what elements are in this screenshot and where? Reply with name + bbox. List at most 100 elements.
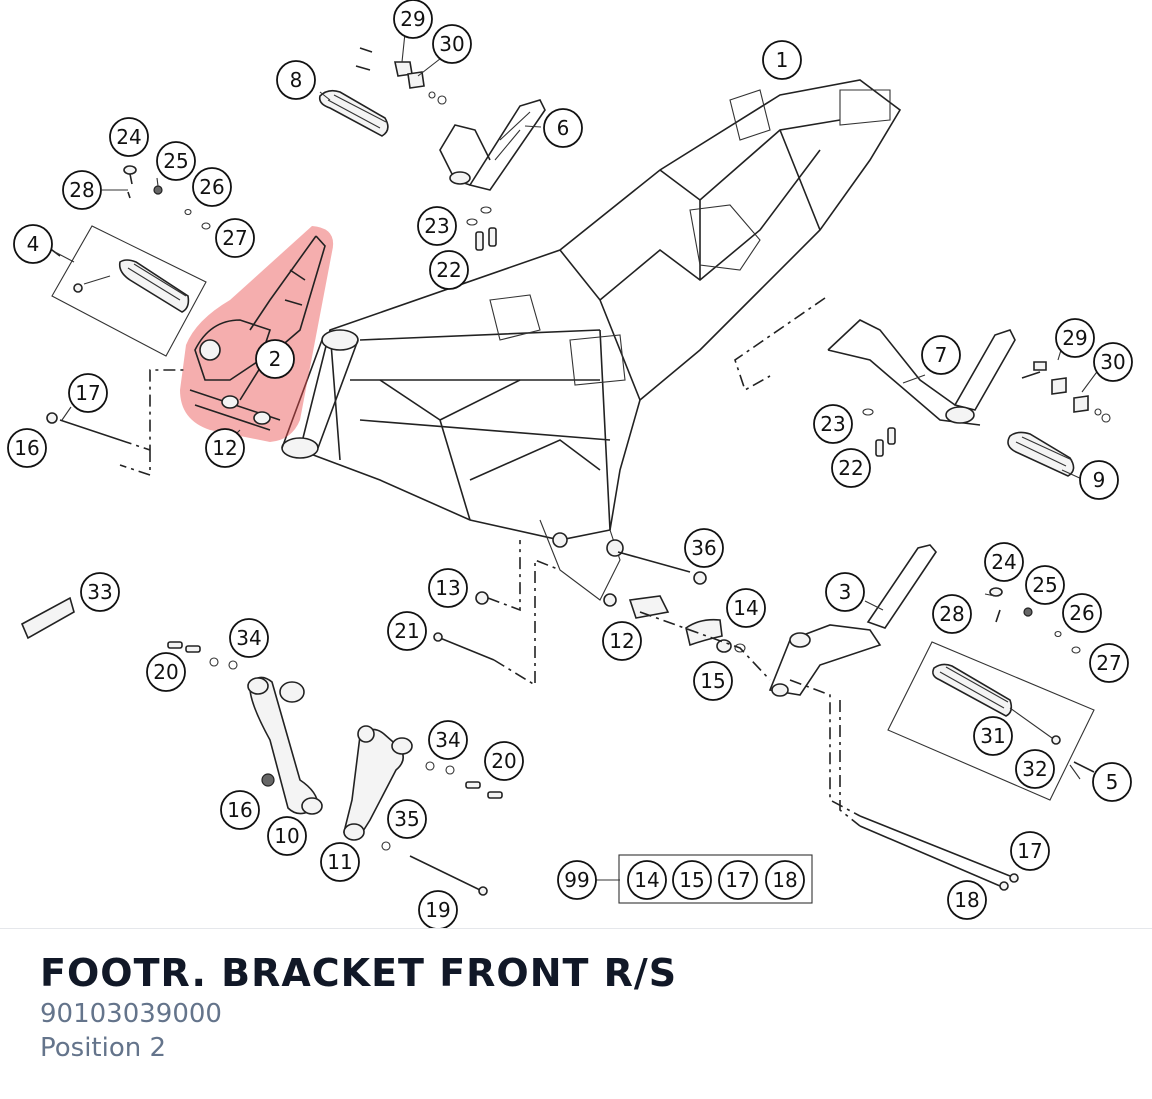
callout-23-right[interactable]: 23 (813, 404, 853, 444)
svg-text:5: 5 (1106, 770, 1119, 794)
callout-22-right[interactable]: 22 (831, 448, 871, 488)
callout-26-right[interactable]: 26 (1062, 593, 1102, 633)
callout-25-left[interactable]: 25 (156, 141, 196, 181)
svg-text:14: 14 (733, 596, 758, 620)
svg-text:8: 8 (290, 68, 303, 92)
callout-34-left[interactable]: 34 (229, 618, 269, 658)
svg-text:9: 9 (1093, 468, 1106, 492)
callout-17-left[interactable]: 17 (68, 373, 108, 413)
callout-24-right[interactable]: 24 (984, 542, 1024, 582)
callout-1[interactable]: 1 (762, 40, 802, 80)
part-title: FOOTR. BRACKET FRONT R/S (40, 951, 678, 995)
svg-text:34: 34 (236, 626, 261, 650)
svg-text:17: 17 (75, 381, 100, 405)
svg-text:19: 19 (425, 898, 450, 922)
callout-24-left[interactable]: 24 (109, 117, 149, 157)
callout-11[interactable]: 11 (320, 842, 360, 882)
footrest-bracket-front-right[interactable] (180, 226, 334, 442)
callout-30-top[interactable]: 30 (432, 24, 472, 64)
callout-99[interactable]: 99 (557, 860, 597, 900)
svg-text:17: 17 (1017, 839, 1042, 863)
callout-18-kit[interactable]: 18 (765, 860, 805, 900)
callout-17-right[interactable]: 17 (1010, 831, 1050, 871)
callout-19[interactable]: 19 (418, 890, 458, 928)
callout-12-lower[interactable]: 12 (602, 621, 642, 661)
callout-34-right[interactable]: 34 (428, 720, 468, 760)
svg-text:12: 12 (609, 629, 634, 653)
callout-25-right[interactable]: 25 (1025, 565, 1065, 605)
callout-28-right[interactable]: 28 (932, 594, 972, 634)
svg-text:7: 7 (935, 343, 948, 367)
callout-29-top[interactable]: 29 (393, 0, 433, 39)
svg-text:29: 29 (400, 7, 425, 31)
callout-35[interactable]: 35 (387, 799, 427, 839)
callout-36[interactable]: 36 (684, 528, 724, 568)
svg-text:16: 16 (14, 436, 39, 460)
svg-text:14: 14 (634, 868, 659, 892)
main-frame (281, 79, 902, 607)
callout-33[interactable]: 33 (80, 572, 120, 612)
svg-text:1: 1 (776, 48, 789, 72)
callout-13[interactable]: 13 (428, 568, 468, 608)
svg-text:31: 31 (980, 724, 1005, 748)
svg-text:22: 22 (838, 456, 863, 480)
callout-12-upper[interactable]: 12 (205, 428, 245, 468)
callout-10[interactable]: 10 (267, 816, 307, 856)
callout-14[interactable]: 14 (726, 588, 766, 628)
callout-32[interactable]: 32 (1015, 749, 1055, 789)
callout-15-kit[interactable]: 15 (672, 860, 712, 900)
footrest-bracket-front-left (768, 544, 938, 697)
callout-16-left[interactable]: 16 (7, 428, 47, 468)
svg-text:20: 20 (153, 660, 178, 684)
svg-text:21: 21 (394, 619, 419, 643)
callout-4[interactable]: 4 (13, 224, 53, 264)
callout-6[interactable]: 6 (543, 108, 583, 148)
svg-text:23: 23 (820, 412, 845, 436)
svg-text:25: 25 (1032, 573, 1057, 597)
svg-text:17: 17 (725, 868, 750, 892)
svg-text:99: 99 (564, 868, 589, 892)
svg-text:24: 24 (116, 125, 141, 149)
callout-27-left[interactable]: 27 (215, 218, 255, 258)
callout-15[interactable]: 15 (693, 661, 733, 701)
hardware-cluster-lower-right (989, 587, 1081, 654)
svg-text:25: 25 (163, 149, 188, 173)
svg-text:26: 26 (199, 175, 224, 199)
callout-3[interactable]: 3 (825, 572, 865, 612)
callout-20-left[interactable]: 20 (146, 652, 186, 692)
svg-text:32: 32 (1022, 757, 1047, 781)
linkage-arm-10 (247, 676, 323, 815)
svg-text:28: 28 (69, 178, 94, 202)
linkage-arm-11 (343, 725, 413, 841)
callout-17-kit[interactable]: 17 (718, 860, 758, 900)
svg-text:30: 30 (1100, 350, 1125, 374)
callout-16-lower[interactable]: 16 (220, 790, 260, 830)
leader-lines (54, 32, 1103, 881)
callout-2[interactable]: 2 (255, 339, 295, 379)
callout-21[interactable]: 21 (387, 611, 427, 651)
part-info-panel: FOOTR. BRACKET FRONT R/S 90103039000 Pos… (0, 928, 1152, 1099)
callout-22-top[interactable]: 22 (429, 250, 469, 290)
callout-8[interactable]: 8 (276, 60, 316, 100)
svg-text:11: 11 (327, 850, 352, 874)
callout-31[interactable]: 31 (973, 716, 1013, 756)
callout-18[interactable]: 18 (947, 880, 987, 920)
footrest-bracket-rear-right (827, 319, 1016, 426)
callout-7[interactable]: 7 (921, 335, 961, 375)
callout-20-right[interactable]: 20 (484, 741, 524, 781)
callout-14-kit[interactable]: 14 (627, 860, 667, 900)
callout-9[interactable]: 9 (1079, 460, 1119, 500)
callout-28-left[interactable]: 28 (62, 170, 102, 210)
svg-text:23: 23 (424, 214, 449, 238)
callout-30-right[interactable]: 30 (1093, 342, 1133, 382)
callout-5[interactable]: 5 (1092, 762, 1132, 802)
svg-text:28: 28 (939, 602, 964, 626)
callout-29-right[interactable]: 29 (1055, 318, 1095, 358)
svg-text:26: 26 (1069, 601, 1094, 625)
svg-text:24: 24 (991, 550, 1016, 574)
svg-text:27: 27 (222, 226, 247, 250)
svg-text:18: 18 (772, 868, 797, 892)
callout-27-right[interactable]: 27 (1089, 643, 1129, 683)
callout-23-top[interactable]: 23 (417, 206, 457, 246)
callout-26-left[interactable]: 26 (192, 167, 232, 207)
